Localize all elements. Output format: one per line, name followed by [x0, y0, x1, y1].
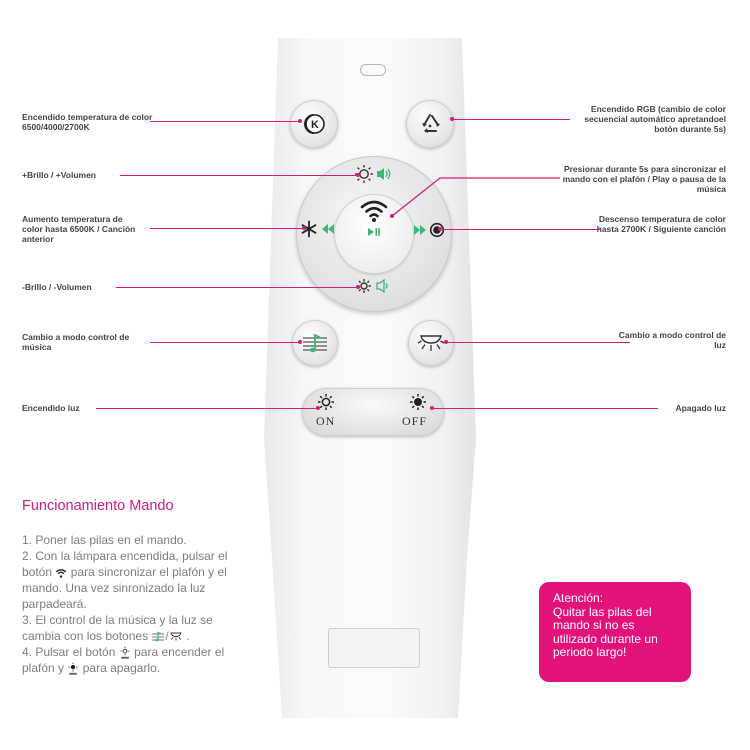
battery-warning: Atención: Quitar las pilas del mando si …: [539, 582, 691, 682]
instruction-step-4: 4. Pulsar el botón para encender el plaf…: [22, 644, 254, 676]
label-sync: Presionar durante 5s para sincronizar el…: [562, 164, 726, 194]
step2-text-b: para sincronizar el plafón y el mando. U…: [22, 565, 227, 611]
label-light-off: Apagado luz: [675, 403, 726, 413]
leader-temp-down: [440, 229, 600, 231]
leader-light-on: [96, 408, 318, 410]
sun-on-icon: [120, 646, 130, 659]
rgb-power-button[interactable]: [406, 100, 454, 148]
leader-dot: [298, 119, 302, 123]
ceiling-lamp-icon: [417, 335, 445, 351]
k-label: K: [311, 119, 319, 131]
label-light-on: Encendido luz: [22, 403, 80, 413]
leader-brightness-up: [120, 175, 358, 177]
ir-window: [360, 64, 386, 76]
sun-on-icon: [316, 393, 336, 411]
leader-dot: [430, 406, 434, 410]
instruction-step-1: 1. Poner las pilas en el mando.: [22, 532, 254, 548]
remote-body: [264, 38, 476, 718]
step2-text-a: 2. Con la lámpara encendida, pulsar el b…: [22, 549, 228, 579]
leader-dot: [316, 406, 320, 410]
sun-off-icon: [68, 662, 78, 675]
temp-up-button[interactable]: [300, 220, 340, 238]
leader-dot: [444, 340, 448, 344]
music-icon: [152, 631, 165, 642]
label-light-mode: Cambio a modo control de luz: [618, 330, 726, 350]
leader-music-mode: [150, 342, 300, 344]
step1-text: 1. Poner las pilas en el mando.: [22, 533, 187, 547]
leader-sync: [390, 177, 560, 218]
volume-down-icon: [376, 278, 388, 294]
on-label: ON: [316, 414, 336, 428]
instructions-list: 1. Poner las pilas en el mando. 2. Con l…: [22, 532, 254, 676]
label-rgb-power: Encendido RGB (cambio de color secuencia…: [584, 104, 726, 134]
leader-temp-power: [150, 121, 300, 123]
step3-text-a: 3. El control de la música y la luz se c…: [22, 613, 213, 643]
brightness-up-icon: [355, 165, 373, 183]
instruction-step-3: 3. El control de la música y la luz se c…: [22, 612, 254, 644]
label-temp-up: Aumento temperatura de color hasta 6500K…: [22, 214, 136, 244]
label-music-mode: Cambio a modo control de música: [22, 332, 130, 352]
leader-brightness-down: [116, 287, 358, 289]
battery-cover: [328, 628, 420, 668]
wifi-sync-icon: [354, 194, 394, 226]
warning-heading: Atención:: [553, 591, 604, 605]
label-brightness-up: +Brillo / +Volumen: [22, 170, 96, 180]
fast-forward-icon: [414, 225, 426, 235]
rgb-cycle-icon: [422, 114, 440, 133]
wifi-sync-icon: [56, 568, 67, 578]
off-label: OFF: [402, 414, 428, 428]
leader-light-off: [432, 408, 658, 410]
step4-text-c: para apagarlo.: [82, 661, 161, 675]
instructions-title: Funcionamiento Mando: [22, 498, 174, 514]
leader-dot: [302, 226, 306, 230]
step4-text-a: 4. Pulsar el botón: [22, 645, 116, 659]
leader-dot: [450, 117, 454, 121]
play-pause-icon: [364, 226, 384, 238]
leader-rgb-power: [452, 119, 570, 121]
step4-text-b: para encender el plafón y: [22, 645, 225, 675]
label-brightness-down: -Brillo / -Volumen: [22, 282, 92, 292]
volume-up-icon: [377, 168, 391, 180]
rewind-icon: [322, 224, 334, 234]
step3-text-b: .: [186, 629, 190, 643]
temp-power-button[interactable]: K: [290, 100, 338, 148]
warning-body: Quitar las pilas del mando si no es util…: [553, 604, 658, 659]
sun-off-icon: [408, 393, 428, 411]
leader-dot: [438, 227, 442, 231]
label-temp-down: Descenso temperatura de color hasta 2700…: [596, 214, 726, 234]
label-temp-power: Encendido temperatura de color 6500/4000…: [22, 112, 153, 132]
leader-dot: [298, 340, 302, 344]
brightness-down-button[interactable]: [354, 276, 394, 296]
leader-dot: [356, 173, 360, 177]
ceiling-lamp-icon: [170, 632, 182, 641]
brightness-down-icon: [357, 279, 371, 293]
instruction-step-2: 2. Con la lámpara encendida, pulsar el b…: [22, 548, 254, 612]
brightness-up-button[interactable]: [354, 164, 394, 184]
leader-light-mode: [446, 342, 630, 344]
leader-dot: [356, 285, 360, 289]
music-icon: [303, 333, 327, 353]
k-temperature-icon: K: [304, 114, 325, 134]
leader-temp-up: [150, 228, 304, 230]
step3-sep: /: [165, 629, 169, 643]
